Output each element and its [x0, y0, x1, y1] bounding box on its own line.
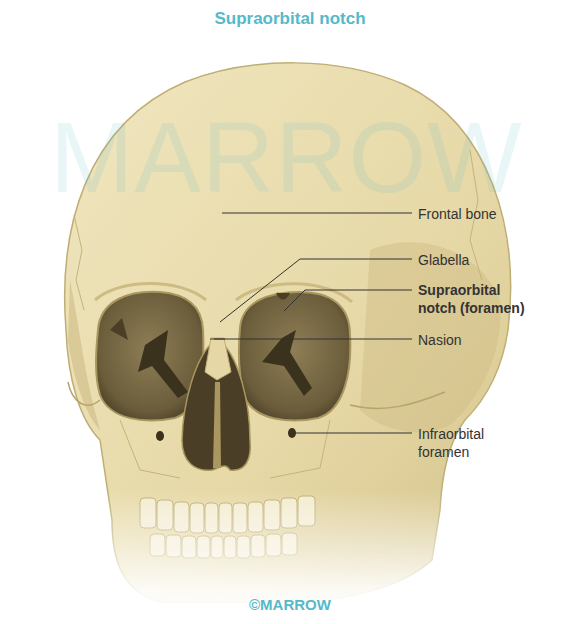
- orbital-fissure: [110, 318, 128, 340]
- suture-line: [270, 420, 330, 478]
- nasal-bone: [205, 338, 231, 380]
- leader-line: [284, 290, 412, 311]
- supraorbital-notch: [277, 293, 289, 299]
- suture-line: [120, 420, 180, 478]
- part-label: Nasion: [418, 331, 462, 349]
- part-label: Supraorbital notch (foramen): [418, 281, 538, 317]
- leader-line: [220, 259, 412, 322]
- part-label: Glabella: [418, 251, 469, 269]
- orbit: [239, 292, 350, 421]
- infraorbital-foramen: [156, 431, 164, 441]
- zygomatic-arch: [350, 392, 445, 408]
- copyright-mark: ©MARROW: [2, 596, 576, 614]
- title: Supraorbital notch: [2, 10, 576, 28]
- part-label: Frontal bone: [418, 205, 497, 223]
- watermark: MARROW: [50, 112, 523, 202]
- orbital-fissure: [138, 330, 188, 398]
- zygomatic-arch: [68, 382, 100, 405]
- leader-line: [293, 433, 412, 434]
- part-label: Infraorbital foramen: [418, 425, 518, 461]
- suture-line: [74, 215, 84, 310]
- leader-line: [214, 339, 412, 340]
- nasal-septum: [213, 382, 221, 468]
- leader-line: [222, 213, 412, 214]
- orbital-fissure: [262, 330, 312, 396]
- leader-lines: [214, 213, 412, 433]
